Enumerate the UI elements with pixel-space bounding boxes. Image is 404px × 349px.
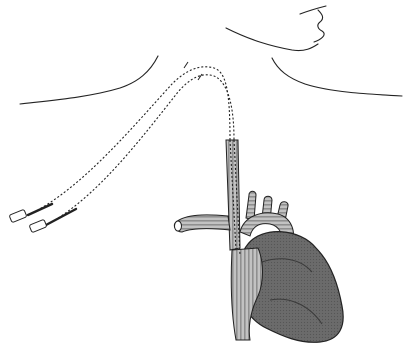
hub-connector-b bbox=[29, 219, 47, 232]
vein-opening bbox=[175, 221, 182, 231]
body-outline bbox=[20, 6, 402, 104]
external-tube-b bbox=[46, 209, 76, 225]
shoulder-left-outline bbox=[20, 56, 158, 104]
neck-right-outline bbox=[272, 58, 402, 96]
catheter-lumen-a bbox=[30, 67, 230, 214]
external-tubes bbox=[28, 204, 76, 225]
superior-vena-cava bbox=[226, 140, 240, 250]
hub-connector-a bbox=[9, 209, 27, 222]
jaw-outline bbox=[226, 28, 318, 51]
right-atrium bbox=[231, 248, 262, 340]
exit-site-marks bbox=[184, 62, 202, 80]
external-tube-a bbox=[28, 204, 52, 215]
face-chin-outline bbox=[300, 6, 326, 42]
brachiocephalic-vein bbox=[174, 215, 230, 232]
catheter-hub-connectors bbox=[9, 209, 47, 232]
